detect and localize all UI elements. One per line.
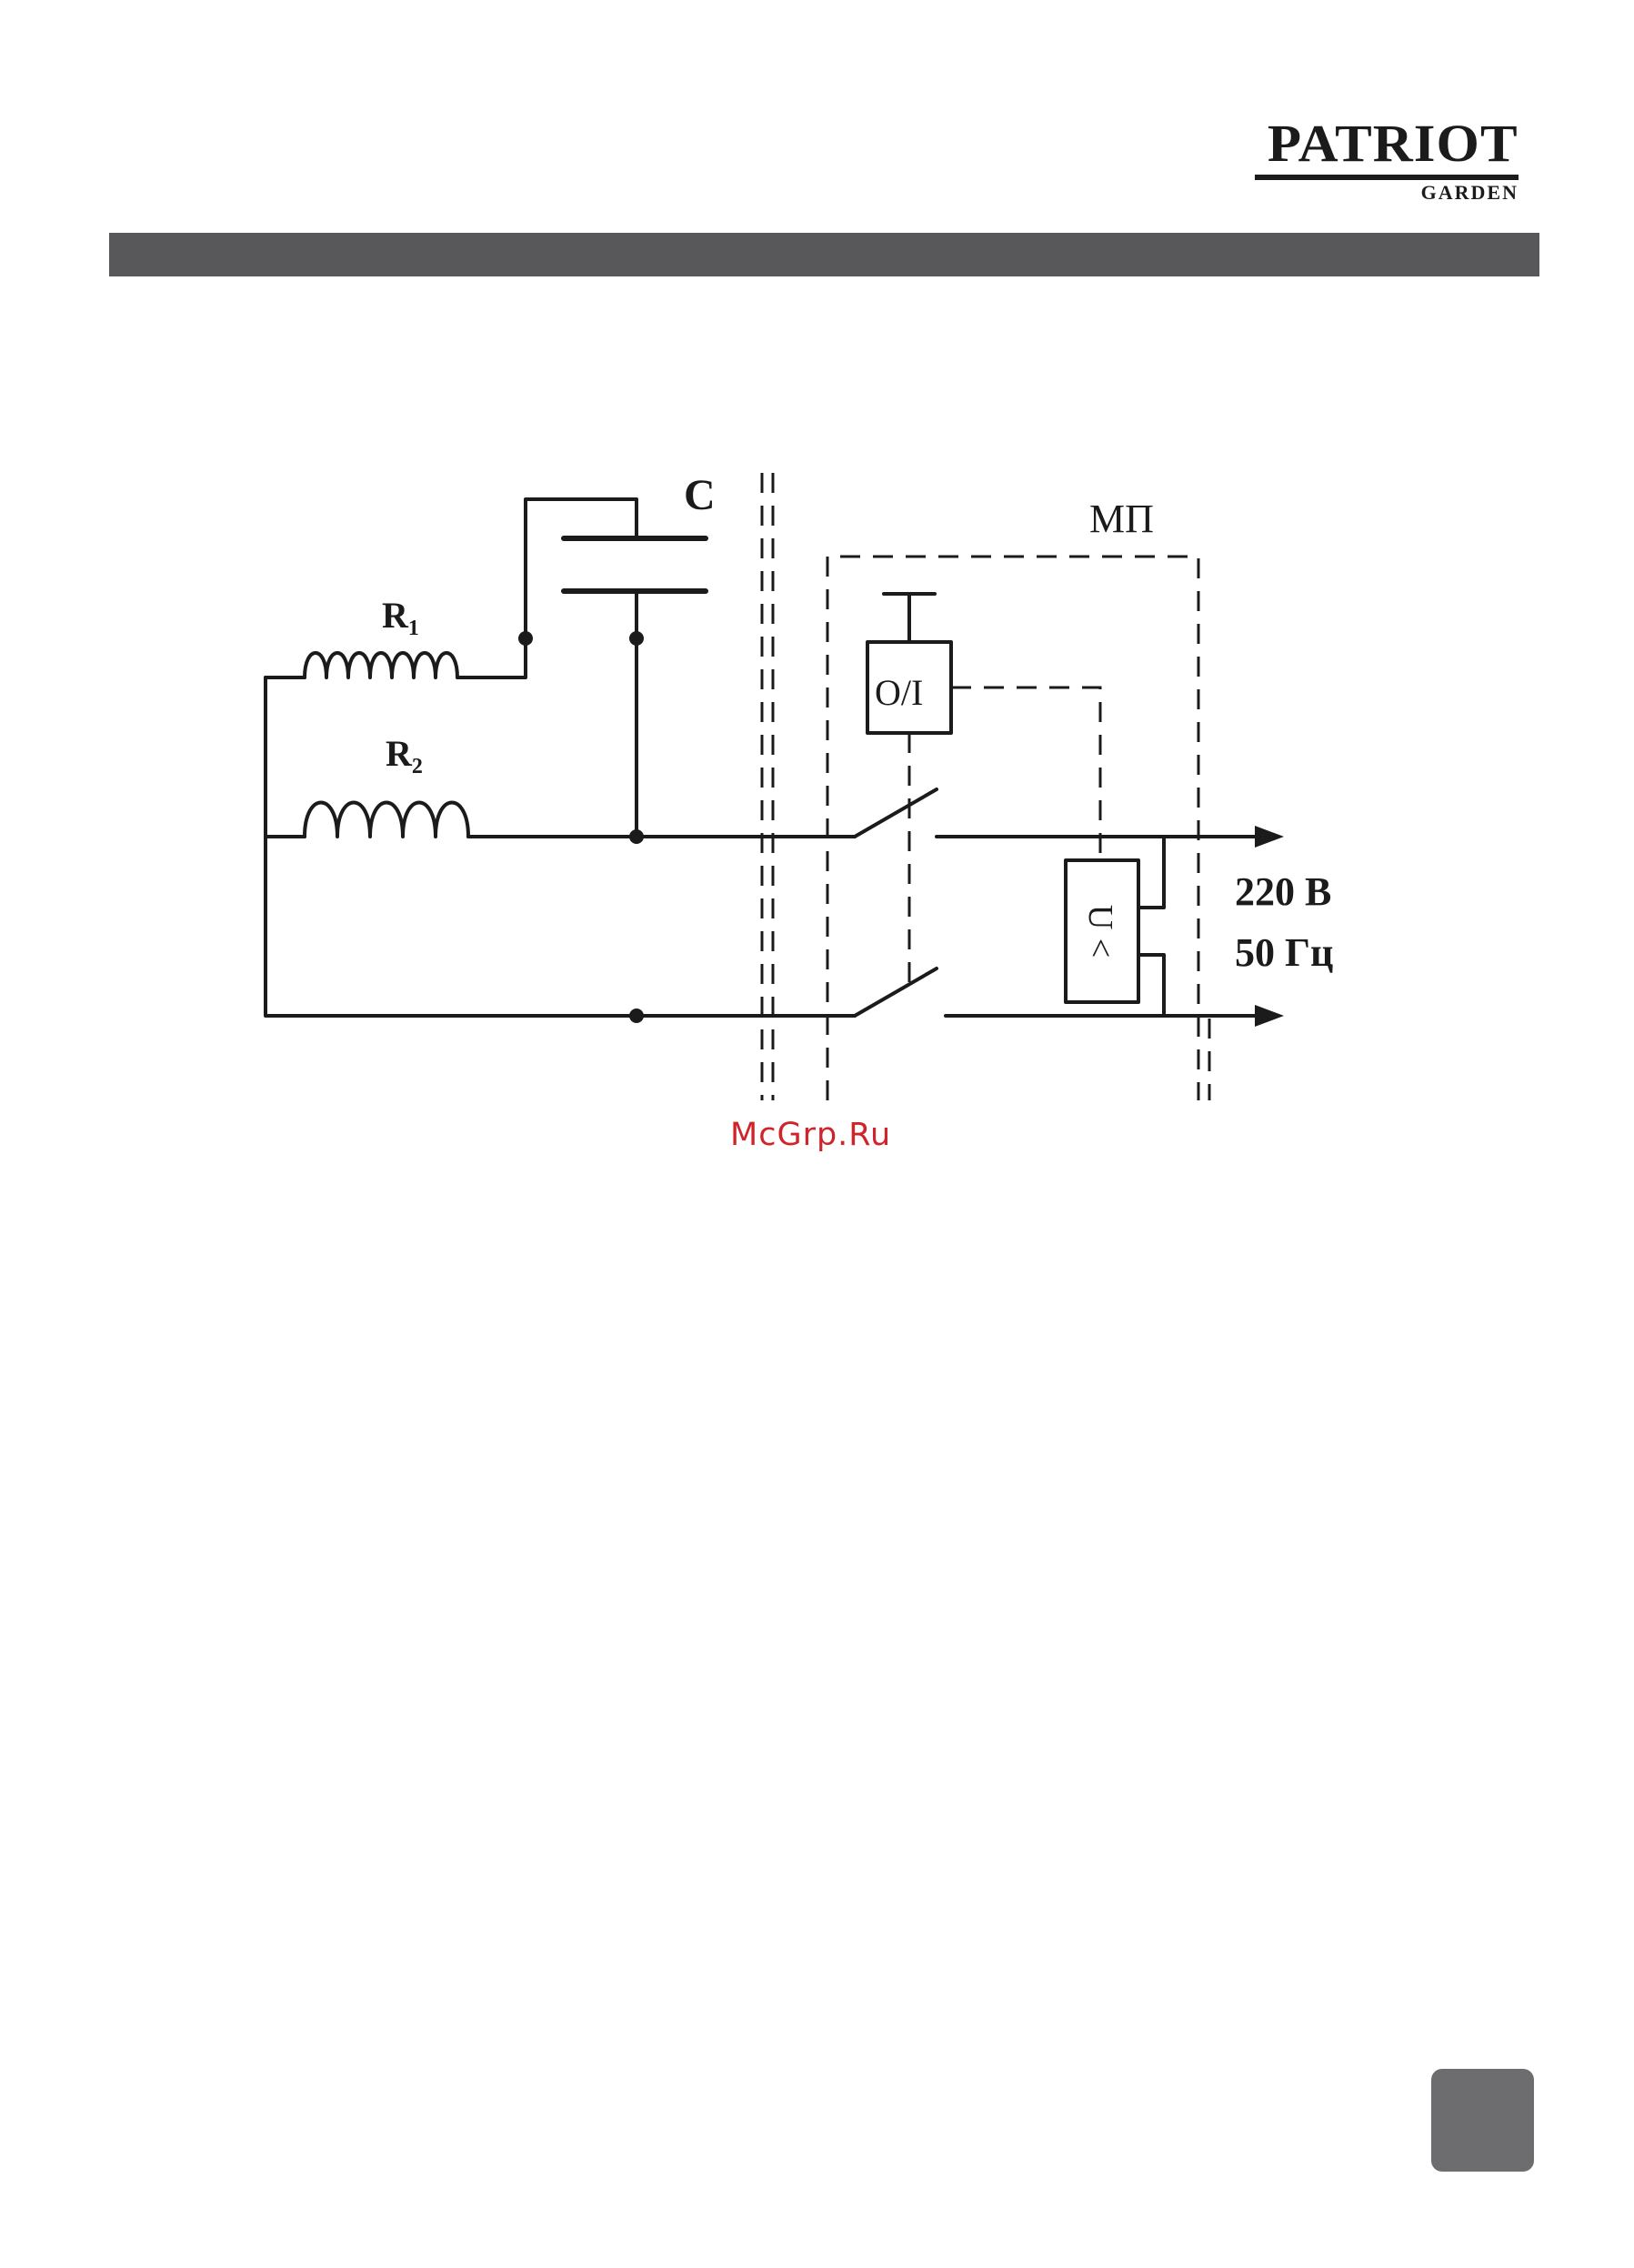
label-winding-r2: R2 xyxy=(386,733,423,778)
relay-top-lead xyxy=(1138,837,1164,908)
label-switch: O/I xyxy=(875,672,923,713)
winding-r1-coil xyxy=(305,653,457,677)
winding-r2-coil xyxy=(305,803,468,838)
arrow-neutral xyxy=(1255,1005,1284,1027)
junction-dot xyxy=(629,631,644,646)
switch-contact-upper xyxy=(855,789,937,837)
label-frequency: 50 Гц xyxy=(1235,930,1333,975)
junction-dot xyxy=(629,1009,644,1023)
left-bus-wire xyxy=(266,677,855,1016)
watermark: McGrp.Ru xyxy=(730,1117,891,1153)
junction-dot xyxy=(629,829,644,844)
arrow-phase xyxy=(1255,826,1284,848)
label-starter: МП xyxy=(1089,497,1154,541)
label-capacitor: C xyxy=(684,471,716,519)
relay-bottom-lead xyxy=(1138,955,1164,1016)
page-number-box xyxy=(1431,2069,1534,2172)
label-voltage: 220 В xyxy=(1235,869,1331,914)
junction-dot xyxy=(518,631,533,646)
dashed-starter-boundary xyxy=(827,557,1198,1100)
label-relay: U < xyxy=(1081,905,1119,958)
label-winding-r1: R1 xyxy=(382,595,419,640)
pushbutton-stem xyxy=(884,594,935,642)
switch-contact-lower xyxy=(855,968,937,1016)
dashed-relay-link xyxy=(951,687,1100,860)
